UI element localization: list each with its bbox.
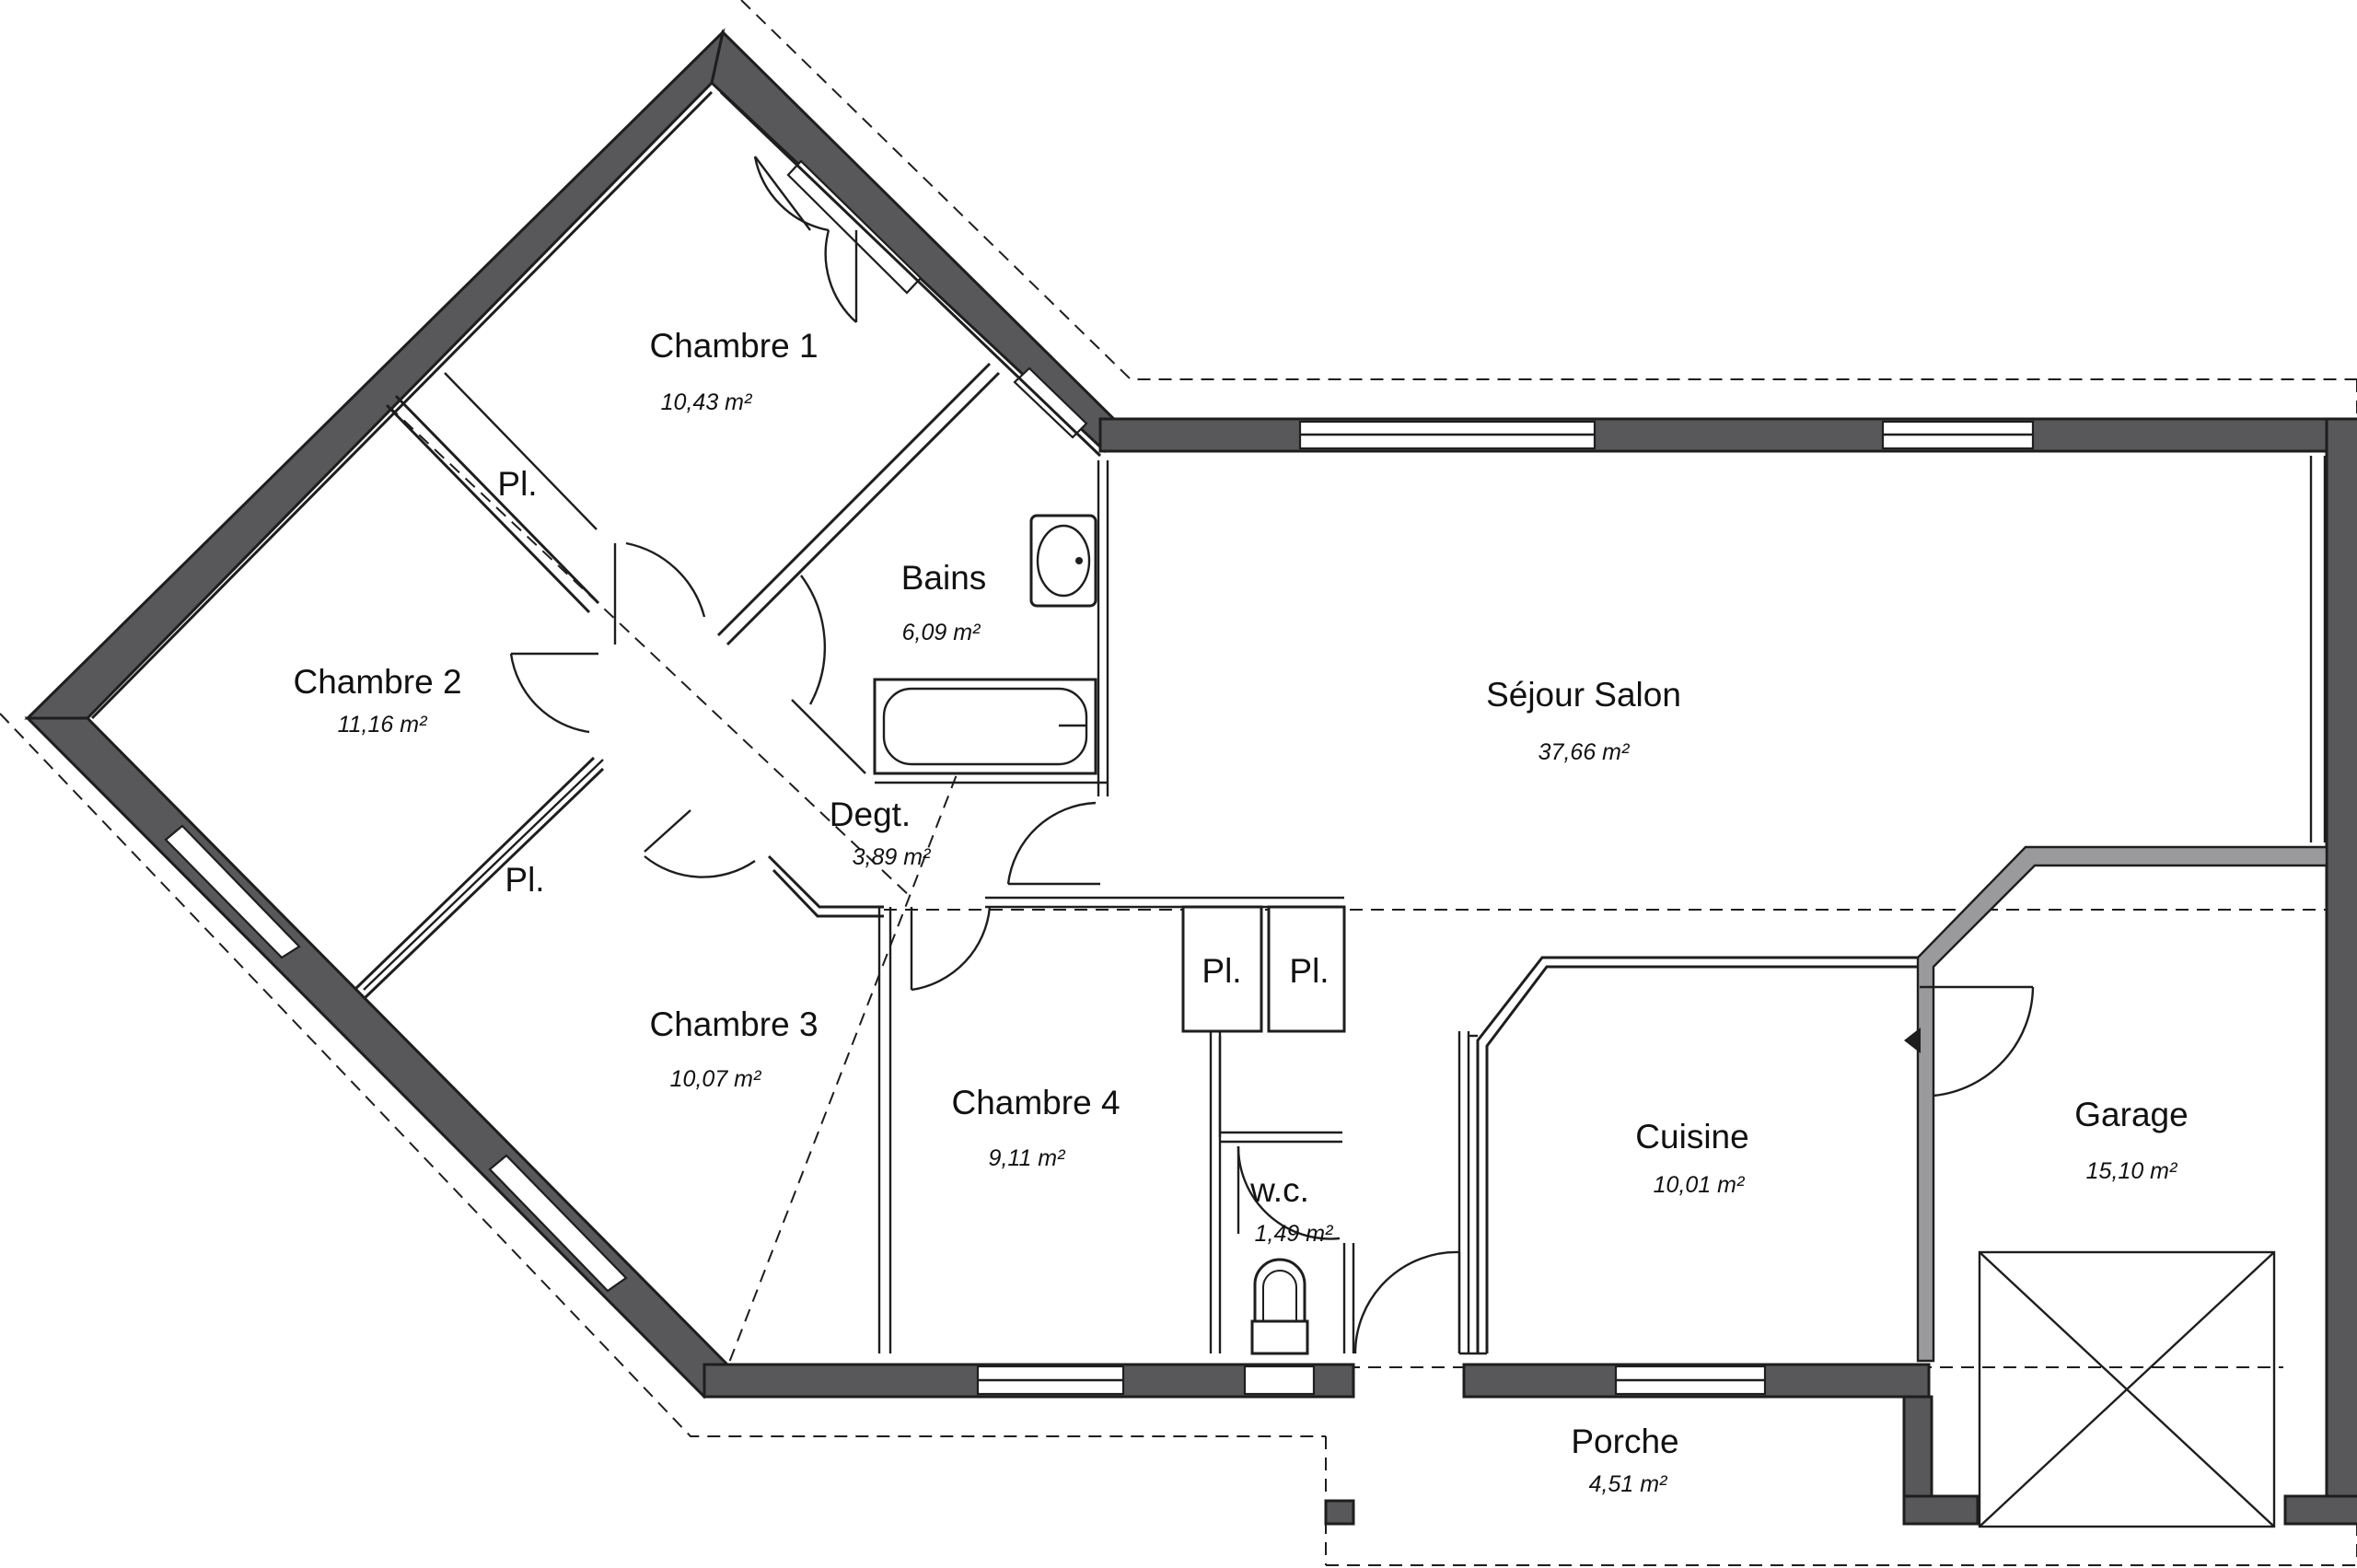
room-area: 11,16 m² [338, 712, 428, 738]
closet-label: Pl. [497, 465, 537, 503]
room-area: 6,09 m² [902, 620, 981, 645]
room-area: 10,43 m² [661, 389, 753, 415]
room-name: Séjour Salon [1486, 676, 1681, 714]
car-space [1978, 1250, 2276, 1528]
exterior-walls [24, 28, 2357, 1526]
windows [164, 159, 2035, 1396]
room-name: Garage [2074, 1096, 2188, 1133]
room-area: 1,49 m² [1255, 1221, 1334, 1247]
room-area: 4,51 m² [1589, 1471, 1668, 1497]
room-area: 9,11 m² [989, 1145, 1067, 1171]
doors [509, 156, 2035, 1354]
room-name: Degt. [830, 796, 911, 833]
room-name: Cuisine [1635, 1118, 1748, 1156]
room-area: 37,66 m² [1538, 739, 1631, 765]
room-labels: Chambre 1 10,43 m² Chambre 2 11,16 m² Ch… [293, 327, 2188, 1497]
room-area: 3,89 m² [853, 844, 932, 870]
room-area: 15,10 m² [2086, 1158, 2178, 1184]
room-area: 10,01 m² [1654, 1172, 1746, 1198]
closet-label: Pl. [1202, 952, 1241, 990]
room-name: Porche [1571, 1423, 1678, 1460]
room-area: 10,07 m² [670, 1066, 762, 1092]
interior-walls [90, 90, 2328, 1363]
room-name: Bains [901, 559, 987, 597]
closet-label: Pl. [505, 861, 544, 899]
room-name: Chambre 2 [293, 663, 461, 701]
toilet-icon [1250, 1319, 1309, 1355]
room-name: Chambre 3 [649, 1005, 818, 1043]
room-name: Chambre 4 [951, 1084, 1120, 1121]
room-name: Chambre 1 [649, 327, 818, 365]
closet-label: Pl. [1289, 952, 1329, 990]
room-name: w.c. [1249, 1171, 1309, 1209]
sink-icon [1029, 514, 1097, 608]
fixtures [363, 372, 2276, 1528]
